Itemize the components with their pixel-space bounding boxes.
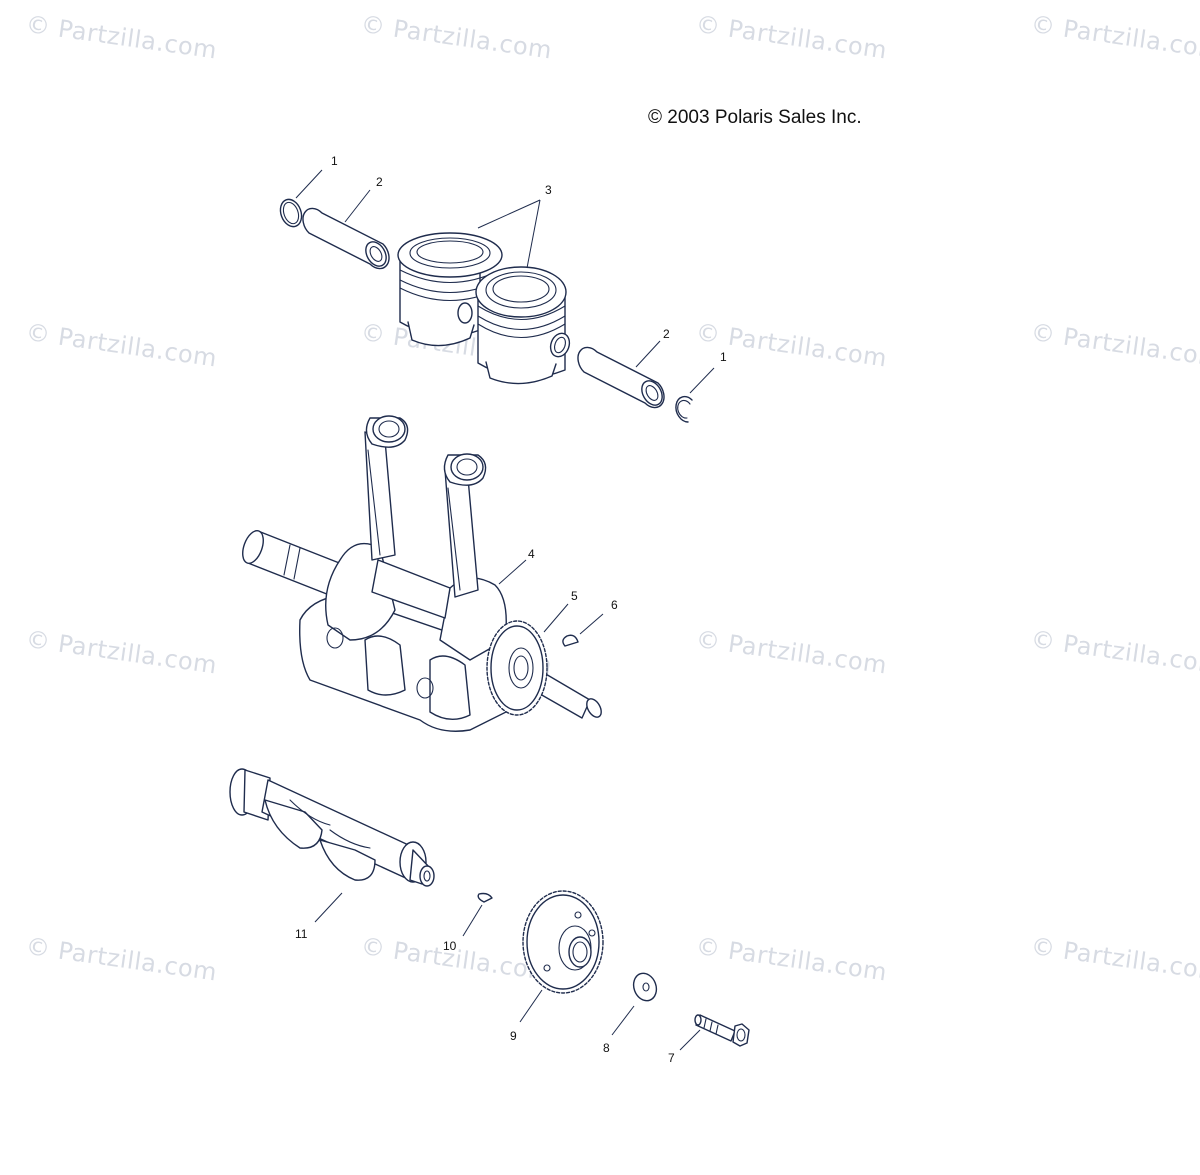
callout-4: 4 bbox=[528, 547, 535, 561]
flange-bolt bbox=[694, 1014, 750, 1047]
callout-7: 7 bbox=[668, 1051, 675, 1065]
callout-9: 9 bbox=[510, 1029, 517, 1043]
woodruff-key-10 bbox=[477, 892, 493, 903]
crankshaft-gear bbox=[486, 620, 548, 716]
copyright-notice: © 2003 Polaris Sales Inc. bbox=[648, 107, 862, 128]
callout-10: 10 bbox=[443, 939, 457, 953]
washer bbox=[632, 972, 658, 1002]
callout-6: 6 bbox=[611, 598, 618, 612]
balance-gear bbox=[522, 890, 604, 994]
callout-1: 1 bbox=[331, 154, 338, 168]
callout-3: 3 bbox=[545, 183, 552, 197]
callout-2: 2 bbox=[376, 175, 383, 189]
callout-5: 5 bbox=[571, 589, 578, 603]
woodruff-key-6 bbox=[562, 634, 579, 647]
callout-1: 1 bbox=[720, 350, 727, 364]
callout-2: 2 bbox=[663, 327, 670, 341]
piston-left bbox=[397, 232, 503, 347]
crankshaft-assembly bbox=[242, 415, 602, 732]
piston-pin-lower bbox=[577, 346, 665, 409]
callout-11: 11 bbox=[295, 927, 308, 941]
piston-right bbox=[475, 266, 571, 385]
balance-shaft bbox=[229, 768, 435, 887]
circlip-1-upper bbox=[279, 198, 303, 228]
callout-8: 8 bbox=[603, 1041, 610, 1055]
circlip-1-lower bbox=[675, 395, 693, 423]
piston-pin-upper bbox=[302, 207, 390, 270]
